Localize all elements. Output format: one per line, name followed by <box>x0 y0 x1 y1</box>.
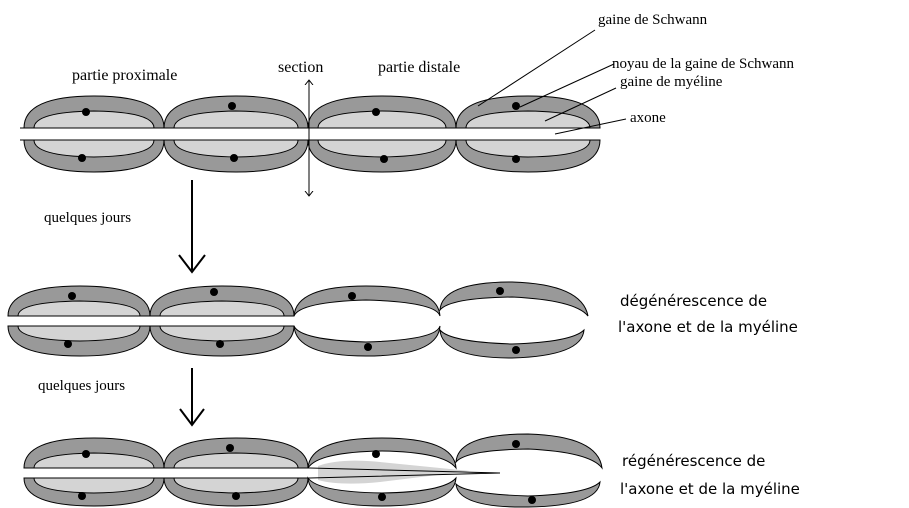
label-axon: axone <box>630 110 666 126</box>
schwann-nucleus <box>512 102 520 110</box>
schwann-nucleus <box>512 440 520 448</box>
leader-line-schwann-nucleus <box>519 63 615 108</box>
schwann-nucleus <box>230 154 238 162</box>
leader-line-axon <box>554 118 627 135</box>
label-schwann-nucleus: noyau de la gaine de Schwann <box>612 56 795 72</box>
schwann-nucleus <box>210 288 218 296</box>
schwann-nucleus <box>78 492 86 500</box>
myelin-sheath-upper <box>173 110 299 129</box>
schwann-nucleus <box>348 292 356 300</box>
label-section: section <box>278 59 323 76</box>
schwann-nucleus <box>512 346 520 354</box>
label-regeneration-line1: régénérescence de <box>622 452 765 470</box>
label-degeneration-line2: l'axone et de la myéline <box>618 318 798 336</box>
fiber-segment <box>23 95 165 173</box>
schwann-nucleus <box>64 340 72 348</box>
label-step2-time: quelques jours <box>38 378 125 394</box>
fiber-segment <box>163 437 309 507</box>
fiber-segment-regrowing <box>307 437 470 507</box>
schwann-nucleus <box>372 108 380 116</box>
fiber-regenerating <box>23 433 603 508</box>
myelin-sheath-lower <box>17 325 141 342</box>
myelin-sheath-upper <box>173 452 299 469</box>
leader-line-myelin <box>544 87 617 122</box>
fiber-segment-degenerated <box>439 281 589 359</box>
label-regeneration-line2: l'axone et de la myéline <box>620 480 800 498</box>
fiber-segment-degenerated <box>293 285 441 357</box>
time-arrowhead <box>179 408 205 427</box>
myelin-sheath-upper <box>17 300 141 317</box>
schwann-nucleus <box>364 343 372 351</box>
schwann-nucleus <box>228 102 236 110</box>
schwann-sheath-upper <box>307 437 457 470</box>
fiber-segment <box>23 437 165 507</box>
schwann-nucleus <box>496 287 504 295</box>
schwann-sheath-upper <box>439 281 589 317</box>
label-schwann-sheath: gaine de Schwann <box>598 12 708 28</box>
label-distal: partie distale <box>378 59 460 76</box>
schwann-sheath-lower <box>439 328 585 359</box>
myelin-sheath-lower <box>33 477 155 494</box>
schwann-nucleus <box>528 496 536 504</box>
schwann-nucleus <box>378 493 386 501</box>
myelin-sheath-upper <box>465 110 591 129</box>
label-myelin-sheath: gaine de myéline <box>620 74 723 90</box>
schwann-nucleus <box>226 444 234 452</box>
fiber-segment <box>307 95 457 173</box>
fiber-segment <box>149 285 295 357</box>
schwann-nucleus <box>82 450 90 458</box>
fiber-segment <box>7 285 151 357</box>
schwann-nucleus <box>78 154 86 162</box>
schwann-sheath-upper <box>293 285 441 317</box>
fiber-degenerating <box>7 281 589 359</box>
label-degeneration-line1: dégénérescence de <box>620 292 767 310</box>
schwann-sheath-lower <box>293 325 441 357</box>
schwann-nucleus <box>216 340 224 348</box>
fiber-segment <box>455 95 601 173</box>
fiber-segment-degenerated <box>455 433 603 508</box>
axon-regrowth-tip <box>309 467 501 479</box>
myelin-sheath-lower <box>465 139 591 158</box>
myelin-sheath-upper <box>33 452 155 469</box>
schwann-nucleus <box>68 292 76 300</box>
myelin-sheath-lower <box>33 139 155 158</box>
myelin-sheath-upper <box>33 110 155 129</box>
label-step1-time: quelques jours <box>44 210 131 226</box>
leader-line-schwann-sheath <box>477 29 596 107</box>
schwann-sheath-lower <box>455 480 601 508</box>
schwann-sheath-upper <box>455 433 603 470</box>
schwann-nucleus <box>82 108 90 116</box>
schwann-nucleus <box>372 450 380 458</box>
schwann-sheath-lower <box>307 476 457 507</box>
myelin-sheath-upper <box>159 300 285 317</box>
schwann-nucleus <box>380 155 388 163</box>
myelin-sheath-regrowing <box>318 460 470 484</box>
myelin-sheath-upper <box>317 110 447 129</box>
time-arrowhead <box>178 254 206 274</box>
label-proximal: partie proximale <box>72 67 177 84</box>
schwann-nucleus <box>512 155 520 163</box>
fiber-intact <box>20 95 601 173</box>
schwann-nucleus <box>232 492 240 500</box>
fiber-segment <box>163 95 309 173</box>
